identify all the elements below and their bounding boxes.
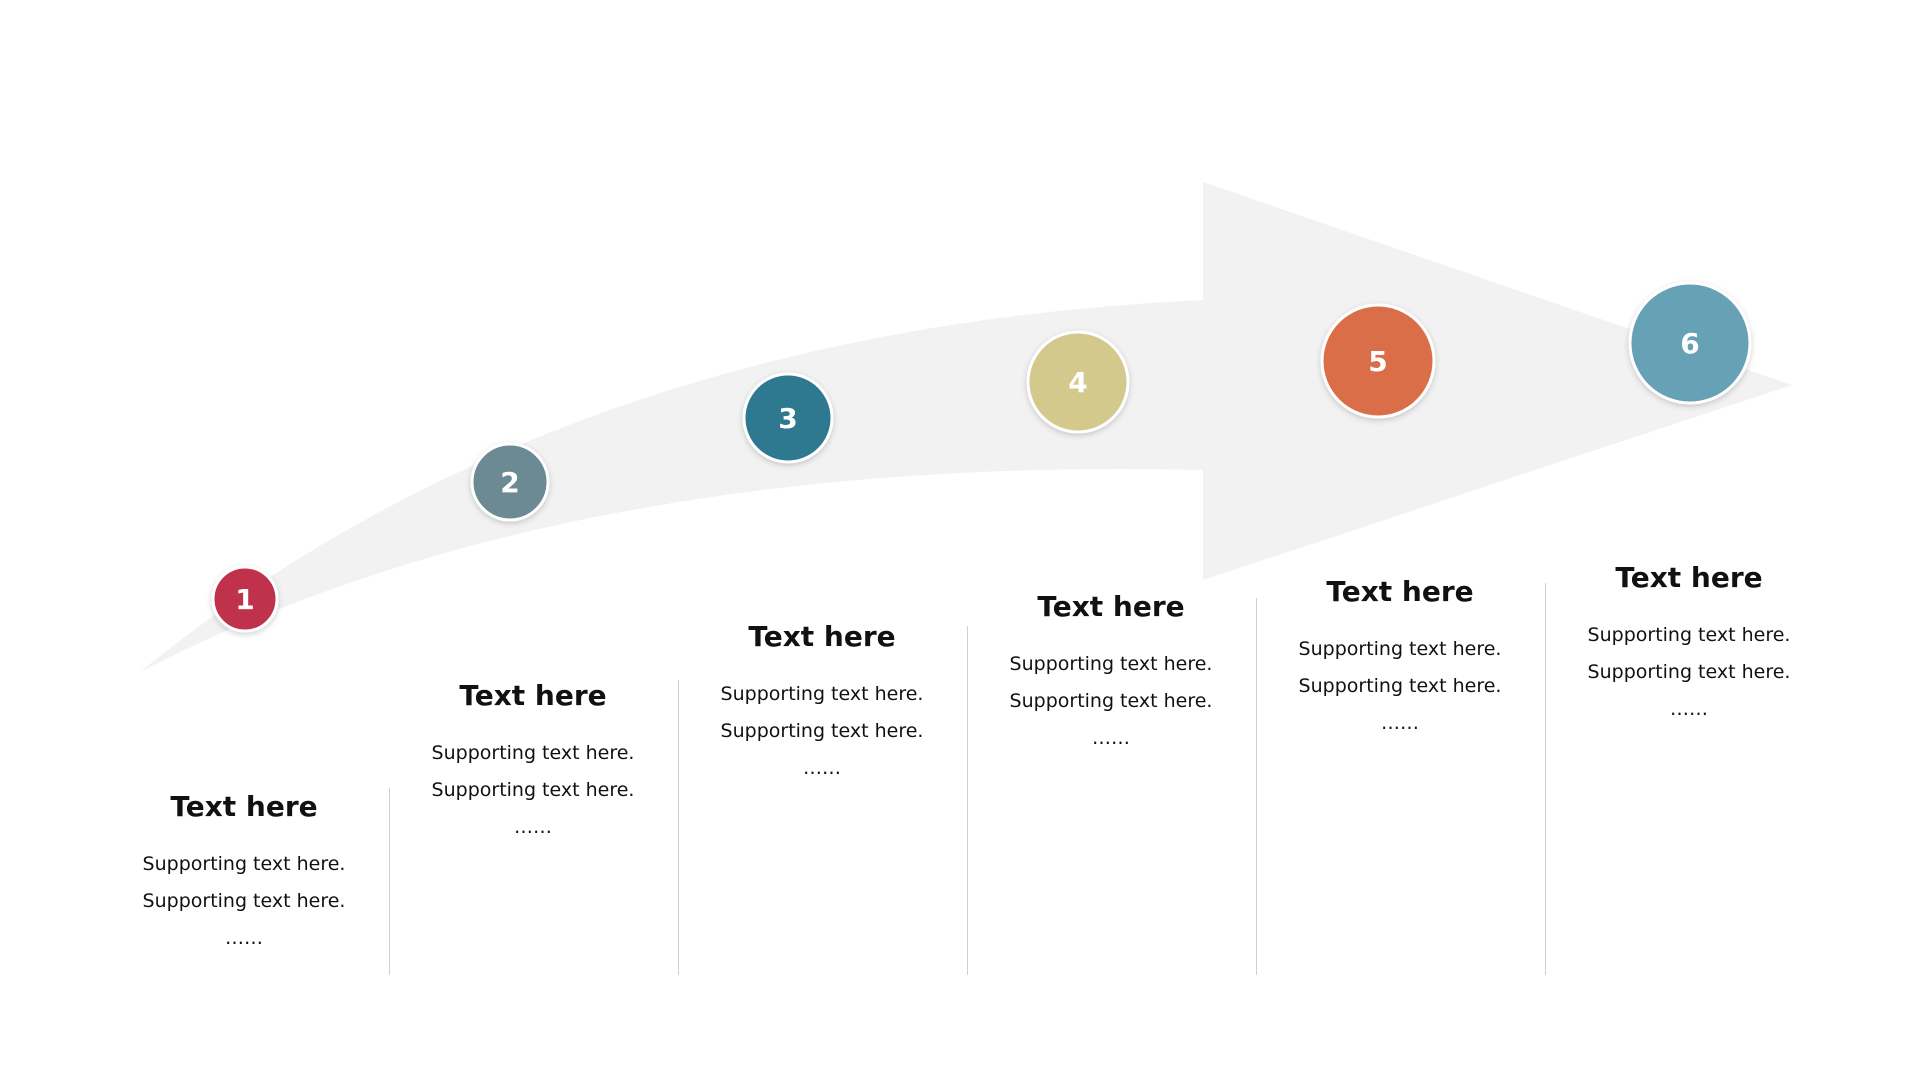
step-circle-5: 5 [1320, 303, 1436, 419]
step-number-6: 6 [1680, 327, 1699, 360]
step-block-6: Text here Supporting text here. Supporti… [1549, 561, 1829, 728]
step-supporting-text: Supporting text here. [1298, 675, 1502, 697]
step-circle-1: 1 [211, 565, 279, 633]
step-title: Text here [748, 620, 896, 653]
step-ellipsis: …… [1381, 712, 1419, 734]
step-marker-1 [211, 565, 279, 633]
step-title: Text here [1615, 561, 1763, 594]
step-supporting-text: Supporting text here. [720, 683, 924, 705]
step-ellipsis: …… [514, 816, 552, 838]
step-ellipsis: …… [1670, 698, 1708, 720]
step-marker-3 [742, 372, 834, 464]
step-supporting-text: Supporting text here. [431, 742, 635, 764]
step-supporting-text: Supporting text here. [1009, 653, 1213, 675]
step-ellipsis: …… [1092, 727, 1130, 749]
step-block-4: Text here Supporting text here. Supporti… [971, 590, 1251, 757]
step-circle-6: 6 [1628, 281, 1752, 405]
step-number-2: 2 [500, 466, 519, 499]
step-supporting-text: Supporting text here. [142, 853, 346, 875]
step-marker-5 [1320, 303, 1436, 419]
column-divider [678, 680, 679, 975]
step-supporting-text: Supporting text here. [1009, 690, 1213, 712]
column-divider [389, 788, 390, 975]
step-supporting-text: Supporting text here. [1298, 638, 1502, 660]
step-block-5: Text here Supporting text here. Supporti… [1260, 575, 1540, 742]
step-title: Text here [170, 790, 318, 823]
step-circle-3: 3 [742, 372, 834, 464]
step-title: Text here [1037, 590, 1185, 623]
step-block-2: Text here Supporting text here. Supporti… [393, 679, 673, 846]
step-block-1: Text here Supporting text here. Supporti… [104, 790, 384, 957]
step-marker-6 [1628, 281, 1752, 405]
step-ellipsis: …… [225, 927, 263, 949]
step-supporting-text: Supporting text here. [720, 720, 924, 742]
step-number-1: 1 [235, 583, 254, 616]
step-number-5: 5 [1368, 345, 1387, 378]
step-supporting-text: Supporting text here. [142, 890, 346, 912]
step-number-4: 4 [1068, 366, 1087, 399]
step-supporting-text: Supporting text here. [431, 779, 635, 801]
step-number-3: 3 [778, 402, 797, 435]
step-supporting-text: Supporting text here. [1587, 661, 1791, 683]
column-divider [967, 626, 968, 975]
step-circle-4: 4 [1026, 330, 1130, 434]
step-supporting-text: Supporting text here. [1587, 624, 1791, 646]
column-divider [1256, 598, 1257, 975]
step-marker-4 [1026, 330, 1130, 434]
step-title: Text here [1326, 575, 1474, 608]
step-ellipsis: …… [803, 757, 841, 779]
step-marker-2 [470, 442, 550, 522]
step-block-3: Text here Supporting text here. Supporti… [682, 620, 962, 787]
column-divider [1545, 583, 1546, 975]
step-title: Text here [459, 679, 607, 712]
step-circle-2: 2 [470, 442, 550, 522]
